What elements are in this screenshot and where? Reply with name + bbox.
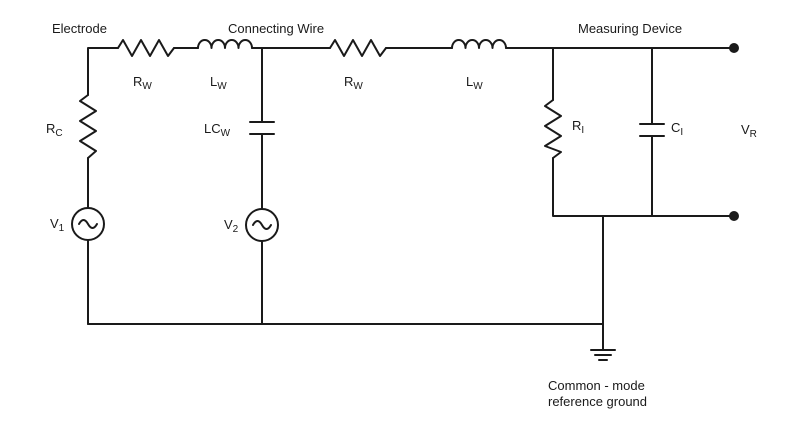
wires — [87, 47, 734, 351]
wire-top-left — [87, 47, 119, 96]
inductor-lw1 — [197, 39, 253, 49]
label-rw2: RW — [344, 74, 363, 92]
capacitor-ci — [639, 123, 665, 137]
ac-source-v2 — [245, 208, 279, 242]
ground-label-line2: reference ground — [548, 394, 647, 409]
label-ri: RI — [572, 118, 584, 136]
ground-label-line1: Common - mode — [548, 378, 645, 393]
label-rw1: RW — [133, 74, 152, 92]
resistor-rw2 — [329, 39, 387, 57]
label-vr: VR — [741, 122, 757, 140]
ac-source-v1 — [71, 207, 105, 241]
ground-icon — [590, 349, 616, 361]
label-lw1: LW — [210, 74, 227, 92]
label-ci: CI — [671, 120, 683, 138]
resistor-rc — [79, 94, 97, 159]
electrode-label: Electrode — [52, 21, 107, 36]
measuring-device-label: Measuring Device — [578, 21, 682, 36]
capacitor-lcw — [249, 121, 275, 135]
inductor-lw2 — [451, 39, 507, 49]
resistor-rw1 — [117, 39, 175, 57]
output-terminal-top — [729, 43, 739, 53]
output-terminal-bottom — [729, 211, 739, 221]
label-v2: V2 — [224, 217, 239, 235]
label-v1: V1 — [50, 216, 65, 234]
label-lw2: LW — [466, 74, 483, 92]
connecting-wire-label: Connecting Wire — [228, 21, 324, 36]
resistor-ri — [544, 99, 562, 159]
label-rc: RC — [46, 121, 63, 139]
wire-ri-bottom — [552, 157, 734, 217]
label-lcw: LCW — [204, 121, 231, 139]
